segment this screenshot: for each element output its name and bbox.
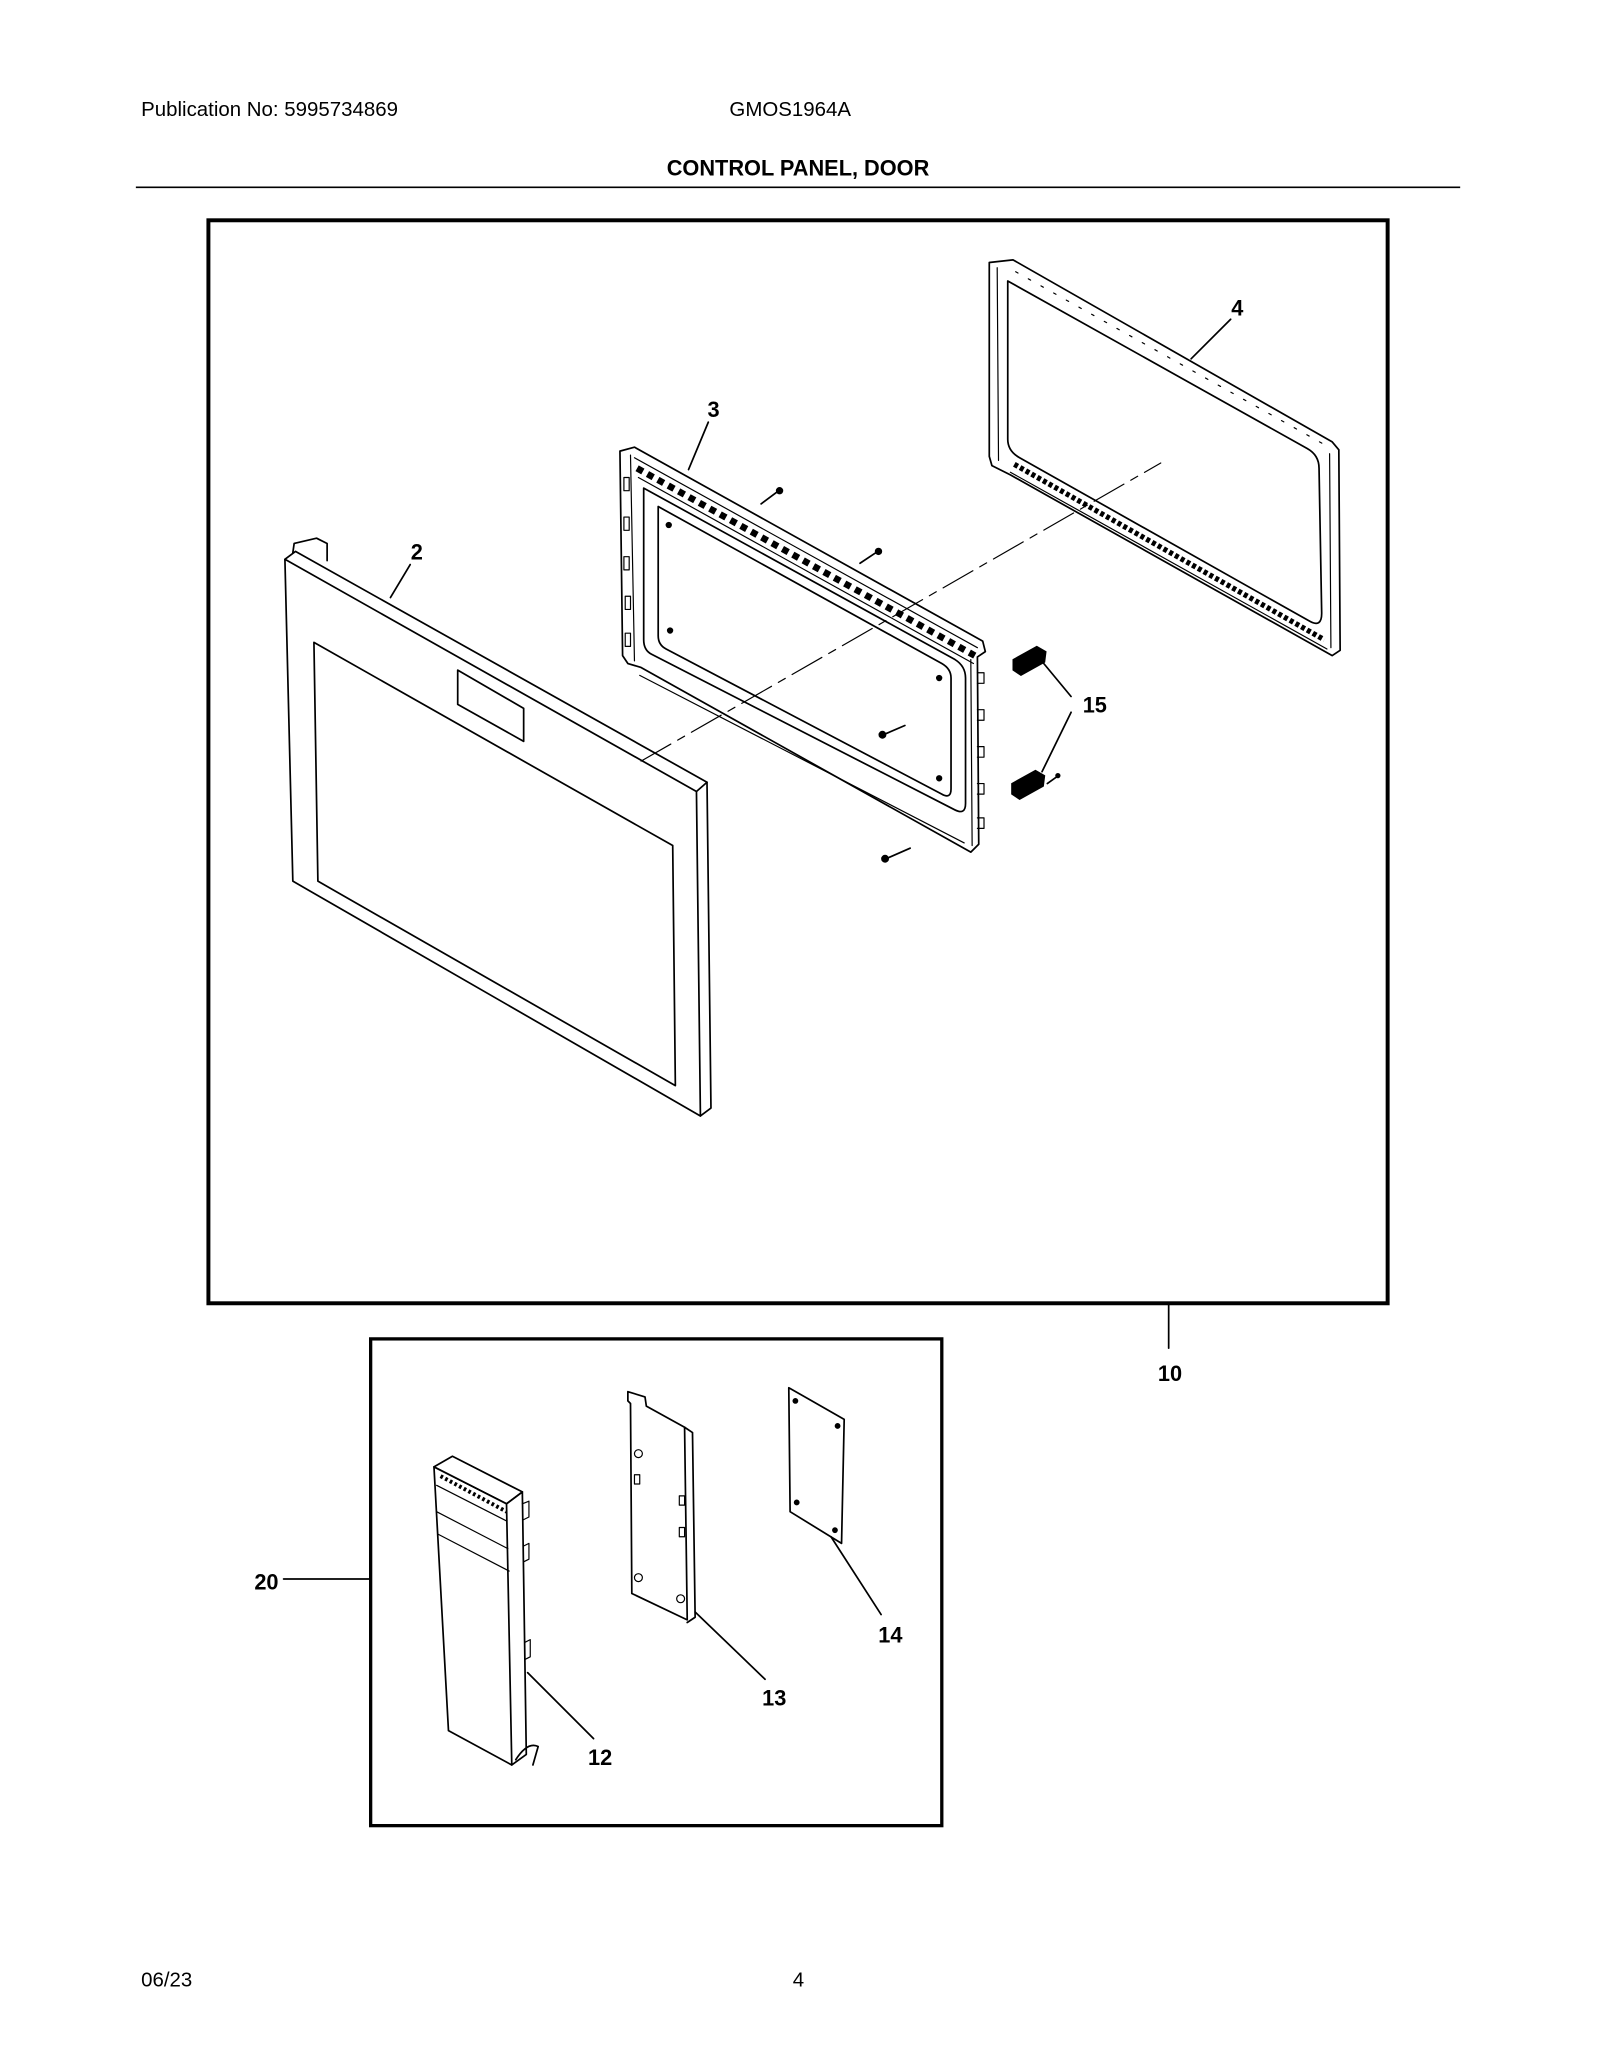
leader-item-3 [687, 421, 710, 471]
part-3-glass-dot [666, 627, 674, 634]
part-3-outer-outline [619, 446, 987, 854]
part-12-vent-grille [439, 1474, 508, 1514]
screw-icon [760, 487, 784, 505]
section-title: CONTROL PANEL, DOOR [667, 155, 930, 180]
callout-item-3: 3 [708, 397, 720, 422]
leader-item-12 [526, 1671, 595, 1740]
part-12-side-tabs [521, 1500, 531, 1661]
part-2-hinge-tab [291, 537, 328, 562]
part-13-outline [627, 1390, 689, 1621]
part-3-glass-dot [935, 775, 943, 782]
part-4-bottom-edge [1009, 471, 1328, 650]
part-14-mount-dot [832, 1527, 838, 1534]
part-3-glass-dot [935, 674, 943, 682]
part-13-hole [633, 1573, 643, 1583]
callout-item-12: 12 [588, 1745, 612, 1770]
part-4-bottom-strip [1013, 462, 1326, 643]
part-4-top-texture [1015, 271, 1325, 446]
part-4-right-edge [1329, 453, 1332, 649]
part-13-slots [633, 1474, 686, 1538]
screw-icon [878, 724, 906, 739]
callout-item-13: 13 [762, 1686, 786, 1711]
callout-item-4: 4 [1231, 295, 1243, 320]
part-2-display-window [456, 669, 525, 743]
part-3-inner-door-frame [619, 446, 987, 854]
part-4-outer-outline [988, 259, 1342, 657]
leader-item-15-lower [1041, 711, 1072, 773]
part-2-front-face [284, 558, 702, 1117]
part-13-hole [633, 1449, 643, 1459]
part-12-vent-row [436, 1484, 508, 1522]
part-3-gasket [642, 487, 967, 813]
part-4-inner-opening [1006, 280, 1323, 625]
publication-number: Publication No: 5995734869 [141, 98, 398, 121]
part-12-display-top [436, 1511, 509, 1550]
part-12-bottom-hook [514, 1744, 540, 1766]
callout-item-14: 14 [878, 1622, 902, 1647]
part-12-display-bottom [437, 1533, 510, 1572]
part-2-top-edge [284, 550, 708, 793]
part-3-right-tabs [976, 672, 985, 829]
part-4-door-frame [988, 259, 1342, 657]
screw-icon [881, 847, 911, 863]
part-3-right-side [970, 658, 973, 847]
leader-item-4 [1190, 318, 1232, 360]
part-13-board-bracket [627, 1390, 696, 1624]
callout-item-10: 10 [1158, 1361, 1182, 1386]
part-3-left-slots [623, 476, 632, 647]
part-3-choke-top-line [633, 457, 979, 649]
model-number: GMOS1964A [729, 98, 851, 121]
part-12-right-side [505, 1491, 528, 1766]
leader-item-2 [389, 563, 412, 599]
part-2-right-edge [699, 781, 712, 1117]
part-3-left-side [629, 454, 636, 662]
latch-lower [1011, 769, 1046, 800]
part-12-front-face [433, 1465, 513, 1766]
part-3-choke-bottom-line [637, 476, 975, 665]
screw-icon [1046, 772, 1061, 785]
footer-date: 06/23 [141, 1969, 192, 1992]
part-4-left-edge [996, 267, 1000, 461]
part-13-hole [676, 1594, 686, 1604]
callout-item-2: 2 [411, 539, 423, 564]
part-15-door-latches [1011, 645, 1047, 800]
part-3-bottom-flange [639, 674, 965, 844]
part-14-control-board [787, 1386, 846, 1545]
footer-page-number: 4 [793, 1969, 804, 1992]
leader-item-15-upper [1038, 657, 1072, 698]
latch-upper [1012, 645, 1047, 677]
part-14-outline [787, 1386, 846, 1545]
door-assembly-box [206, 218, 1390, 1306]
callout-item-20: 20 [254, 1570, 278, 1595]
part-12-control-panel-frame [433, 1455, 540, 1766]
leader-item-14 [830, 1535, 882, 1616]
part-2-door-front-panel [284, 537, 712, 1117]
part-14-mount-dot [793, 1499, 800, 1506]
part-14-mount-dot [792, 1397, 799, 1404]
part-3-glass-dot [665, 521, 672, 529]
part-13-right-flange [683, 1426, 696, 1624]
part-2-window-opening [313, 641, 677, 1087]
control-panel-assembly-box [369, 1337, 944, 1828]
leader-item-13 [694, 1611, 766, 1681]
part-3-window-glass [657, 505, 952, 797]
part-3-choke-teeth [635, 465, 977, 659]
part-14-mount-dot [834, 1423, 841, 1429]
callout-item-15: 15 [1083, 692, 1107, 717]
door-screws [760, 487, 1061, 863]
screw-icon [859, 547, 883, 565]
